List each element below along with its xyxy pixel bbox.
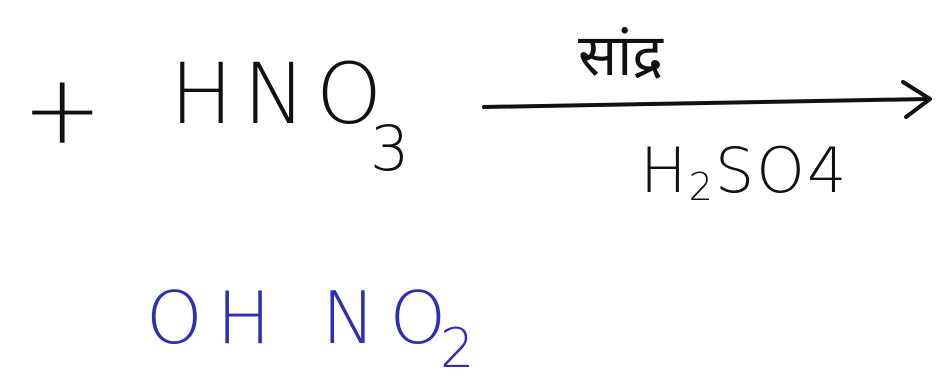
catalyst-rest: SO4 bbox=[714, 134, 849, 207]
product-formula: OH NO bbox=[146, 276, 461, 360]
condition-below-arrow: H2SO4 bbox=[640, 140, 848, 209]
catalyst-subscript: 2 bbox=[688, 165, 715, 209]
product-subscript: 2 bbox=[440, 317, 475, 380]
reaction-arrow-shaft bbox=[482, 97, 930, 109]
catalyst-h: H bbox=[640, 134, 689, 207]
reagent-formula: HNO bbox=[170, 45, 393, 143]
plus-sign: + bbox=[22, 54, 103, 166]
reaction-arrow-head bbox=[901, 80, 932, 119]
condition-above-arrow: सांद्र bbox=[578, 21, 664, 89]
reagent-subscript: 3 bbox=[370, 112, 410, 185]
